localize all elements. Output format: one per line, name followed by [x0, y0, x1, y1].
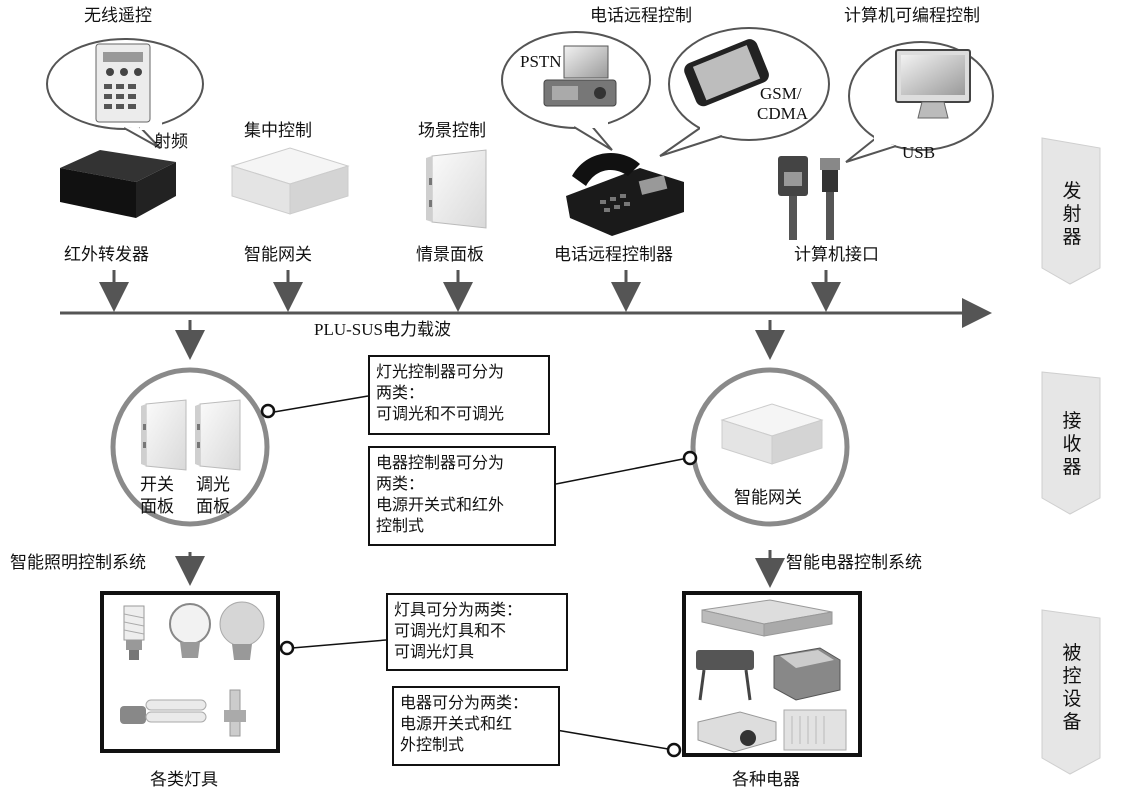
- ir-repeater-icon: [60, 150, 176, 218]
- appliance-system-label: 智能电器控制系统: [786, 553, 922, 573]
- video-phone-icon: [543, 45, 617, 107]
- dvd-player-icon: [701, 599, 833, 637]
- lighting-receiver-ring: [110, 367, 270, 527]
- tube-socket-icon: [224, 689, 246, 737]
- dimmer-panel-label: 调光 面板: [196, 475, 230, 517]
- pstn-label: PSTN: [520, 52, 562, 71]
- side-label-receive: 接 收 器: [1062, 410, 1082, 478]
- projector-icon: [697, 711, 777, 753]
- arrows-to-receivers: [175, 320, 785, 360]
- lamps-label: 各类灯具: [150, 770, 218, 790]
- bulb-lamp-icon: [169, 603, 211, 658]
- central-control-label: 集中控制: [244, 121, 312, 141]
- switch-panel-label: 开关 面板: [140, 475, 174, 517]
- air-conditioner-icon: [783, 709, 847, 751]
- note-appliance-controller: 电器控制器可分为 两类： 电源开关式和红外 控制式: [368, 446, 556, 546]
- note-appliances: 电器可分为两类： 电源开关式和红 外控制式: [392, 686, 560, 766]
- dimmer-panel-icon: [195, 399, 241, 471]
- side-label-transmit: 发 射 器: [1062, 180, 1082, 248]
- scene-panel-label: 情景面板: [416, 245, 484, 265]
- cdma-label: CDMA: [757, 104, 809, 123]
- computer-interface-label: 计算机接口: [794, 245, 879, 265]
- wireless-remote-label: 无线遥控: [84, 6, 152, 26]
- printer-icon: [773, 647, 841, 701]
- monitor-icon: [895, 49, 971, 119]
- appliance-icons: [696, 599, 847, 753]
- desk-phone-icon: [566, 152, 684, 236]
- side-label-controlled: 被 控 设 备: [1062, 642, 1082, 733]
- plotter-icon: [696, 650, 754, 701]
- side-chevron-controlled: [1041, 609, 1101, 775]
- side-chevron-transmit: [1041, 137, 1101, 285]
- arrows-to-devices: [175, 550, 785, 588]
- note-lamps: 灯具可分为两类： 可调光灯具和不 可调光灯具: [386, 593, 568, 671]
- usb-label: USB: [902, 143, 936, 162]
- note-connectors: [273, 395, 689, 751]
- ir-repeater-label: 红外转发器: [64, 245, 149, 265]
- computer-programmable-control-label: 计算机可编程控制: [844, 6, 980, 26]
- remote-panel-icon: [95, 43, 151, 123]
- connector-dots: [260, 403, 698, 758]
- switch-panel-icon: [141, 399, 187, 471]
- arrows-to-bus: [99, 270, 841, 312]
- receiver-gateway-label: 智能网关: [734, 488, 802, 508]
- cfl-spiral-lamp-icon: [123, 605, 145, 660]
- frosted-bulb-icon: [219, 601, 265, 660]
- smartphone-icon: [684, 39, 769, 107]
- computer-cable-icon: [778, 156, 840, 240]
- lamp-icons: [120, 601, 265, 737]
- appliances-label: 各种电器: [732, 770, 800, 790]
- scene-panel-icon: [426, 149, 487, 229]
- smart-gateway-label: 智能网关: [244, 245, 312, 265]
- smart-gateway-icon: [230, 147, 350, 215]
- cfl-tube-lamp-icon: [120, 699, 207, 724]
- phone-remote-control-label: 电话远程控制: [590, 6, 692, 26]
- phone-remote-controller-label: 电话远程控制器: [554, 245, 673, 265]
- side-chevron-receive: [1041, 371, 1101, 515]
- lighting-system-label: 智能照明控制系统: [10, 553, 146, 573]
- receiver-gateway-icon: [720, 403, 824, 465]
- note-light-controller: 灯光控制器可分为 两类： 可调光和不可调光: [368, 355, 550, 435]
- bus-label: PLU-SUS电力载波: [314, 320, 451, 339]
- rf-label: 射频: [154, 132, 188, 152]
- gsm-label: GSM/: [760, 84, 802, 103]
- scene-control-label: 场景控制: [418, 121, 486, 141]
